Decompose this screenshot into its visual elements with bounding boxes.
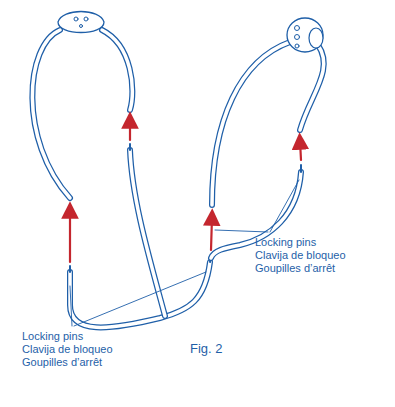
part-label: Goupilles d’arrêt [255, 262, 335, 275]
part-label: Locking pins [255, 236, 316, 249]
part-label: Goupilles d’arrêt [22, 356, 102, 369]
part-label: Clavija de bloqueo [255, 249, 346, 262]
left-frame-base [70, 144, 211, 327]
part-label: Locking pins [22, 330, 83, 343]
right-frame-top [212, 18, 324, 205]
left-frame-top [32, 12, 132, 199]
figure-caption: Fig. 2 [190, 342, 223, 355]
part-label: Clavija de bloqueo [22, 343, 113, 356]
